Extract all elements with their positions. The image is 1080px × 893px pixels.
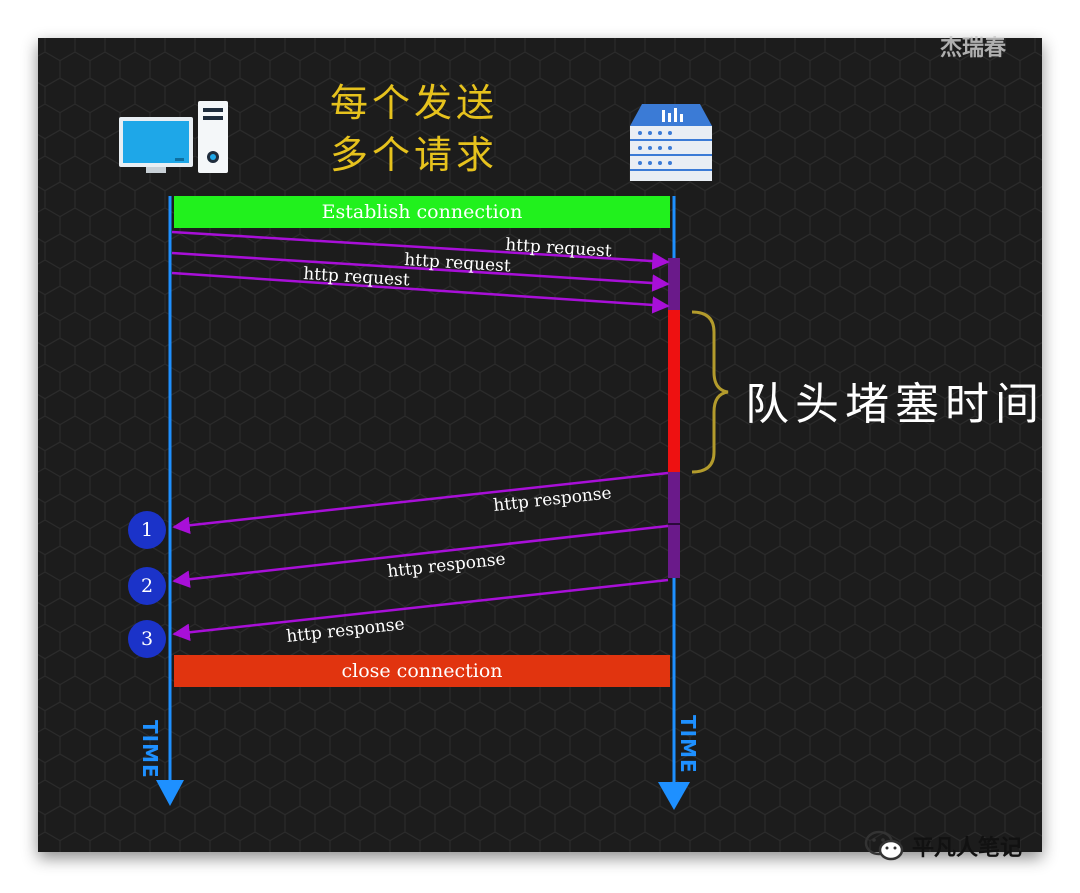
- response-number-badge: 1: [128, 511, 166, 549]
- diagram-title-line-1: 每个发送: [330, 81, 499, 125]
- close-connection-bar: close connection: [174, 655, 670, 687]
- blocking-segment: [668, 310, 680, 472]
- request-arrow: [171, 230, 670, 270]
- client-timeline-arrow: [156, 780, 184, 806]
- watermark-text: 平凡人笔记: [912, 836, 1023, 861]
- request-arrow: [171, 251, 670, 292]
- response-arrow: [172, 524, 669, 588]
- server-timeline-arrow: [658, 782, 690, 810]
- corner-text: 杰瑞春: [940, 36, 1007, 61]
- computer-icon: [119, 101, 228, 173]
- response-number-badge: 2: [128, 567, 166, 605]
- hex-pattern: [38, 38, 1042, 852]
- watermark: 平凡人笔记: [864, 830, 1022, 862]
- request-arrow: [171, 271, 670, 314]
- client-time-label: TIME: [138, 720, 162, 779]
- establish-connection-bar: Establish connection: [174, 196, 670, 228]
- server-icon: [630, 104, 712, 181]
- head-of-line-blocking-label: 队头堵塞时间: [745, 379, 1045, 430]
- response-arrow: [172, 578, 669, 641]
- response-arrow: [172, 471, 669, 534]
- wechat-icon: [864, 830, 904, 861]
- request-processing-segment: [668, 258, 680, 312]
- blocking-brace: [691, 310, 729, 474]
- diagram-title-line-2: 多个请求: [330, 133, 499, 177]
- server-time-label: TIME: [676, 715, 700, 774]
- response-number-badge: 3: [128, 620, 166, 658]
